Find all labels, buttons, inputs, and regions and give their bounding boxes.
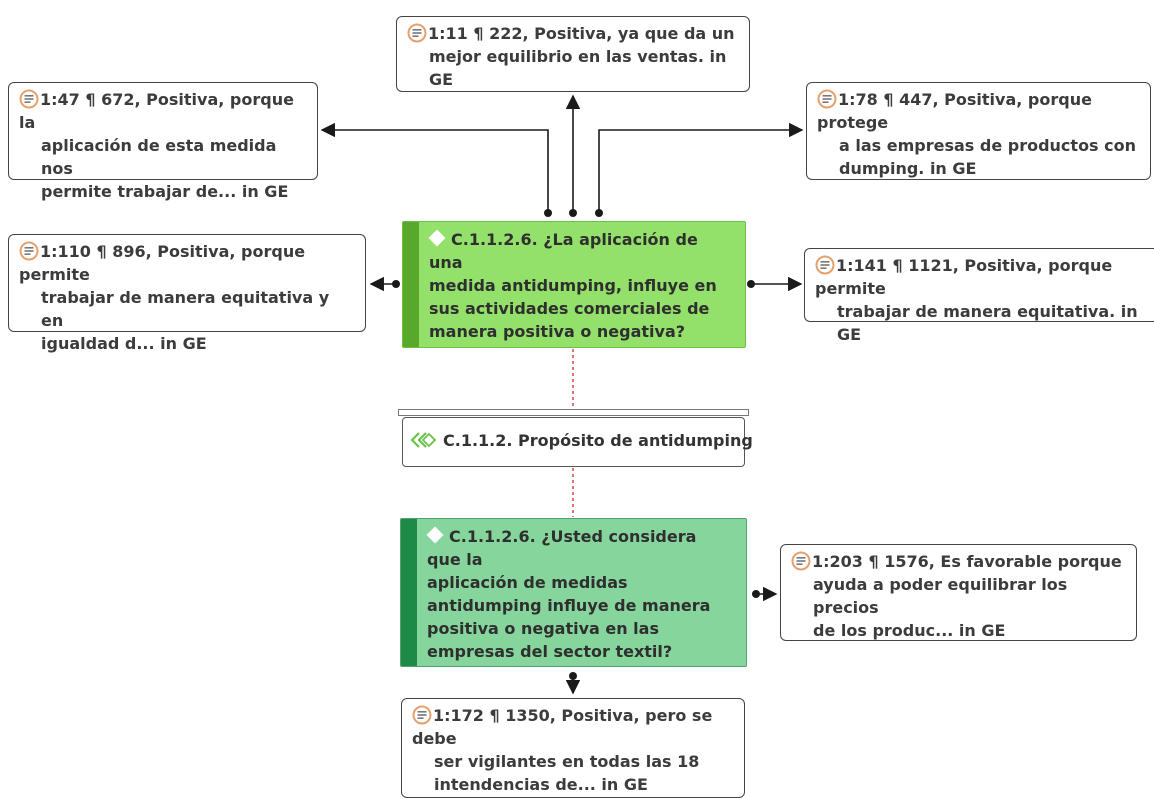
quote-node-172[interactable]: 1:172 ¶ 1350, Positiva, pero se debe ser… [401,698,745,798]
code-label-first: C.1.1.2.6. ¿La aplicación de una [429,230,698,272]
quotation-document-icon [817,89,837,109]
connector-dot [392,280,400,288]
connector-code-to-quote-47 [320,122,549,213]
code-node-influye-actividades[interactable]: C.1.1.2.6. ¿La aplicación de una medida … [402,221,746,348]
quote-node-141[interactable]: 1:141 ¶ 1121, Positiva, porque permite t… [804,248,1154,344]
quote-node-47[interactable]: 1:47 ¶ 672, Positiva, porque la aplicaci… [8,82,318,201]
connector-dot [569,209,577,217]
quote-text-line: igualdad d... in GE [41,334,207,353]
quote-header-text: 1:203 ¶ 1576, Es favorable porque [812,552,1122,571]
quote-text-line: mejor equilibrio en las ventas. in GE [429,47,727,89]
quote-header-text: 1:47 ¶ 672, Positiva, porque la [19,90,294,132]
quote-text-line: intendencias de... in GE [434,775,648,794]
quote-header-text: 1:78 ¶ 447, Positiva, porque protege [817,90,1092,132]
quotation-document-icon [407,23,427,43]
quotation-document-icon [791,551,811,571]
connector-dot [747,280,755,288]
code-diamond-icon [428,229,446,247]
code-diamond-icon [426,526,444,544]
code-group-chevrons-icon [409,431,441,449]
code-group-label: C.1.1.2. Propósito de antidumping [443,431,753,450]
code-label-line: aplicación de medidas [427,573,628,592]
code-label-line: antidumping influye de manera [427,596,711,615]
code-label-line: positiva o negativa en las [427,619,659,638]
connector-dot [595,209,603,217]
connector-dot [544,209,552,217]
quote-node-110[interactable]: 1:110 ¶ 896, Positiva, porque permite tr… [8,234,366,353]
connector-dot [569,672,577,680]
code-label-line: manera positiva o negativa? [429,322,686,341]
connector-dot [752,590,760,598]
quotation-document-icon [412,705,432,725]
code-group-header-bar [398,409,749,416]
quote-text-line: trabajar de manera equitativa y en [41,288,330,330]
code-node-sector-textil[interactable]: C.1.1.2.6. ¿Usted considera que la aplic… [400,518,747,667]
quote-header-text: 1:172 ¶ 1350, Positiva, pero se debe [412,706,713,748]
code-label-line: medida antidumping, influye en [429,276,717,295]
code-label-line: empresas del sector textil? [427,642,673,661]
quote-text-line: aplicación de esta medida nos [41,136,277,178]
quote-text-line: de los produc... in GE [813,621,1006,640]
quotation-document-icon [815,255,835,275]
code-group-node-proposito[interactable]: C.1.1.2. Propósito de antidumping [398,409,753,467]
quote-text-line: ayuda a poder equilibrar los precios [813,575,1068,617]
quote-header-text: 1:11 ¶ 222, Positiva, ya que da un [428,24,735,43]
code-color-bar [403,222,419,347]
code-label-first: C.1.1.2.6. ¿Usted considera que la [427,527,697,569]
quote-text-line: trabajar de manera equitativa. in GE [837,302,1138,344]
code-color-bar [401,519,417,666]
quote-node-203[interactable]: 1:203 ¶ 1576, Es favorable porque ayuda … [780,544,1137,641]
quote-node-78[interactable]: 1:78 ¶ 447, Positiva, porque protege a l… [806,82,1151,180]
quote-header-text: 1:141 ¶ 1121, Positiva, porque permite [815,256,1113,298]
quote-header-text: 1:110 ¶ 896, Positiva, porque permite [19,242,306,284]
quote-text-line: permite trabajar de... in GE [41,182,289,201]
quote-text-line: ser vigilantes en todas las 18 [434,752,700,771]
quotation-document-icon [19,241,39,261]
quotation-document-icon [19,89,39,109]
connector-code-to-quote-78 [598,122,804,213]
code-label-line: sus actividades comerciales de [429,299,710,318]
quote-node-11[interactable]: 1:11 ¶ 222, Positiva, ya que da un mejor… [396,16,750,92]
quote-text-line: dumping. in GE [839,159,977,178]
quote-text-line: a las empresas de productos con [839,136,1137,155]
